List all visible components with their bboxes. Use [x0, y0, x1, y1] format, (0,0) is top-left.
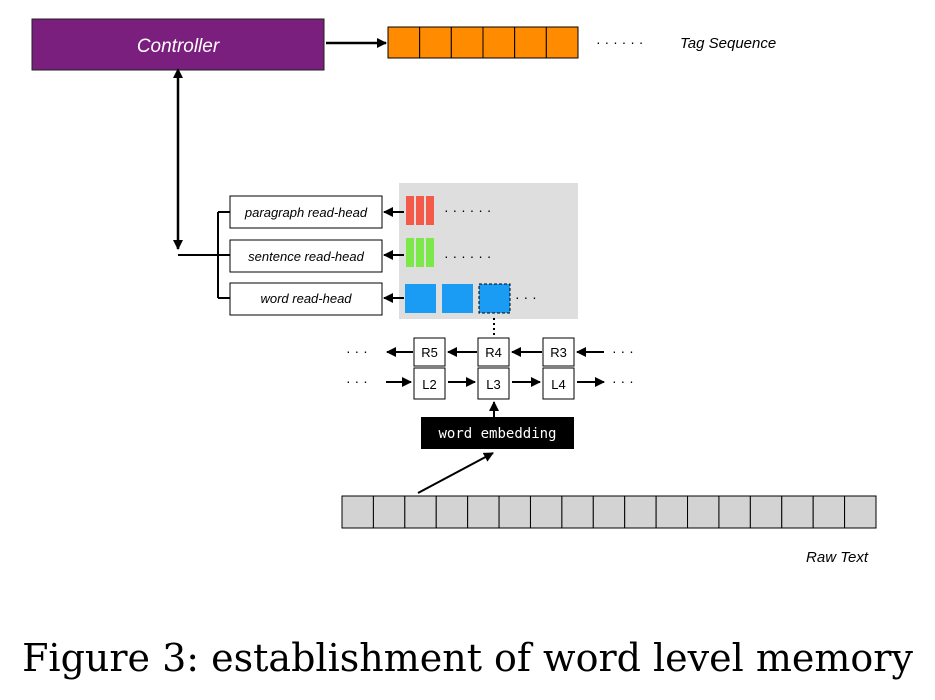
word-embedding-label: word embedding	[438, 426, 556, 442]
lstm-cell-r4: R4	[477, 337, 510, 367]
word-memory-cell-pending	[478, 283, 511, 314]
lstm-top-left-dots: · · ·	[346, 343, 368, 359]
lstm-bottom-left-dots: · · ·	[346, 373, 368, 389]
lstm-cell-label: L3	[486, 377, 500, 392]
tag-sequence-cells	[387, 26, 579, 59]
tag-sequence-dots: · · · · · ·	[596, 34, 643, 50]
paragraph-memory-dots: · · · · · ·	[444, 202, 491, 218]
tag-sequence-cell	[387, 26, 421, 59]
word-memory-cell	[405, 284, 436, 313]
read-head-paragraph: paragraph read-head	[229, 195, 383, 229]
lstm-cell-r5: R5	[413, 337, 446, 367]
raw-text-cell	[781, 495, 814, 529]
read-head-label: paragraph read-head	[244, 205, 368, 220]
raw-text-cell	[655, 495, 689, 529]
raw-text-cell	[561, 495, 594, 529]
tag-sequence-cell	[450, 26, 484, 59]
lstm-cell-label: R4	[485, 345, 502, 360]
raw-text-cell	[844, 495, 877, 529]
read-head-label: sentence read-head	[248, 249, 364, 264]
read-head-sentence: sentence read-head	[229, 239, 383, 273]
sentence-memory-cells	[406, 238, 434, 267]
raw-text-cell	[624, 495, 657, 529]
lstm-top-right-dots: · · ·	[612, 343, 634, 359]
rawtext-to-embedding-arrow	[417, 452, 494, 494]
word-memory-cell	[442, 284, 473, 313]
lstm-bottom-right-dots: · · ·	[612, 373, 634, 389]
paragraph-memory-cell	[416, 196, 424, 225]
lstm-cell-l2: L2	[413, 367, 446, 400]
sentence-memory-cell	[416, 238, 424, 267]
tag-sequence-cell	[419, 26, 452, 59]
read-head-bracket	[178, 211, 230, 299]
raw-text-cell	[687, 495, 720, 529]
word-embedding-box	[421, 417, 574, 449]
raw-text-cell	[812, 495, 846, 529]
architecture-diagram: Controller · · · · · · Tag Sequence para…	[31, 18, 877, 566]
word-memory-cells	[405, 283, 511, 314]
controller-box	[31, 18, 325, 71]
tag-sequence-label: Tag Sequence	[680, 35, 776, 52]
raw-text-cell	[718, 495, 751, 529]
controller-label: Controller	[137, 36, 220, 57]
raw-text-cell	[529, 495, 563, 529]
raw-text-label: Raw Text	[806, 549, 869, 566]
tag-sequence-cell	[514, 26, 547, 59]
sentence-memory-cell	[406, 238, 414, 267]
paragraph-memory-cell	[426, 196, 434, 225]
raw-text-cells	[341, 495, 877, 529]
raw-text-cell	[404, 495, 437, 529]
sentence-memory-cell	[426, 238, 434, 267]
raw-text-cell	[435, 495, 469, 529]
sentence-memory-dots: · · · · · ·	[444, 248, 491, 264]
lstm-cell-label: L4	[551, 377, 565, 392]
lstm-cell-label: R5	[421, 345, 438, 360]
lstm-cell-label: L2	[422, 377, 436, 392]
tag-sequence-cell	[482, 26, 516, 59]
raw-text-cell	[467, 495, 500, 529]
lstm-cell-l4: L4	[542, 367, 575, 400]
raw-text-cell	[498, 495, 531, 529]
raw-text-cell	[341, 495, 374, 529]
word-memory-dots: · · ·	[515, 289, 537, 305]
paragraph-memory-cell	[406, 196, 414, 225]
raw-text-cell	[592, 495, 626, 529]
paragraph-memory-cells	[406, 196, 434, 225]
read-head-label: word read-head	[260, 291, 352, 306]
tag-sequence-cell	[545, 26, 579, 59]
read-head-word: word read-head	[229, 282, 383, 316]
figure-caption: Figure 3: establishment of word level me…	[22, 636, 913, 680]
lstm-cell-l3: L3	[477, 367, 510, 400]
lstm-cell-r3: R3	[542, 337, 575, 367]
lstm-cell-label: R3	[550, 345, 567, 360]
raw-text-cell	[749, 495, 783, 529]
raw-text-cell	[372, 495, 406, 529]
